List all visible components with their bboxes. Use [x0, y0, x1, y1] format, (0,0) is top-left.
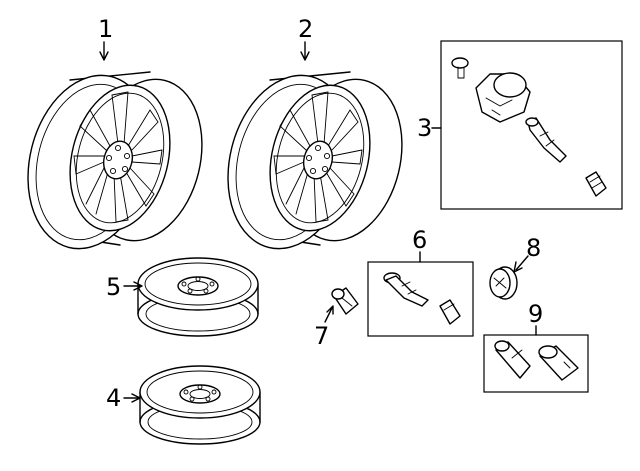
callout-7: 7 — [314, 322, 329, 350]
callout-arrow-4 — [123, 393, 141, 403]
center-cap — [489, 266, 518, 300]
callout-5: 5 — [106, 273, 121, 301]
callout-9: 9 — [528, 300, 543, 328]
callout-2: 2 — [298, 15, 313, 43]
callout-arrow-5 — [123, 281, 143, 291]
callout-arrow-2 — [300, 41, 310, 61]
callout-4: 4 — [106, 384, 121, 412]
callout-arrow-7 — [324, 305, 334, 323]
callout-1: 1 — [98, 15, 113, 43]
lock-kit — [494, 340, 579, 381]
tpms-sensor — [451, 57, 607, 197]
lug-nut — [331, 287, 359, 315]
alloy-wheel-2 — [209, 61, 419, 263]
callout-6: 6 — [412, 226, 427, 254]
steel-wheel-5 — [137, 257, 259, 337]
callout-arrow-8 — [513, 255, 529, 273]
callout-arrow-1 — [99, 41, 109, 61]
valve-stem-kit — [383, 272, 461, 325]
callout-3: 3 — [417, 114, 432, 142]
alloy-wheel-1 — [9, 61, 219, 263]
tpms-sensor-box — [440, 40, 623, 210]
callout-8: 8 — [526, 234, 541, 262]
steel-wheel-4 — [139, 365, 261, 445]
